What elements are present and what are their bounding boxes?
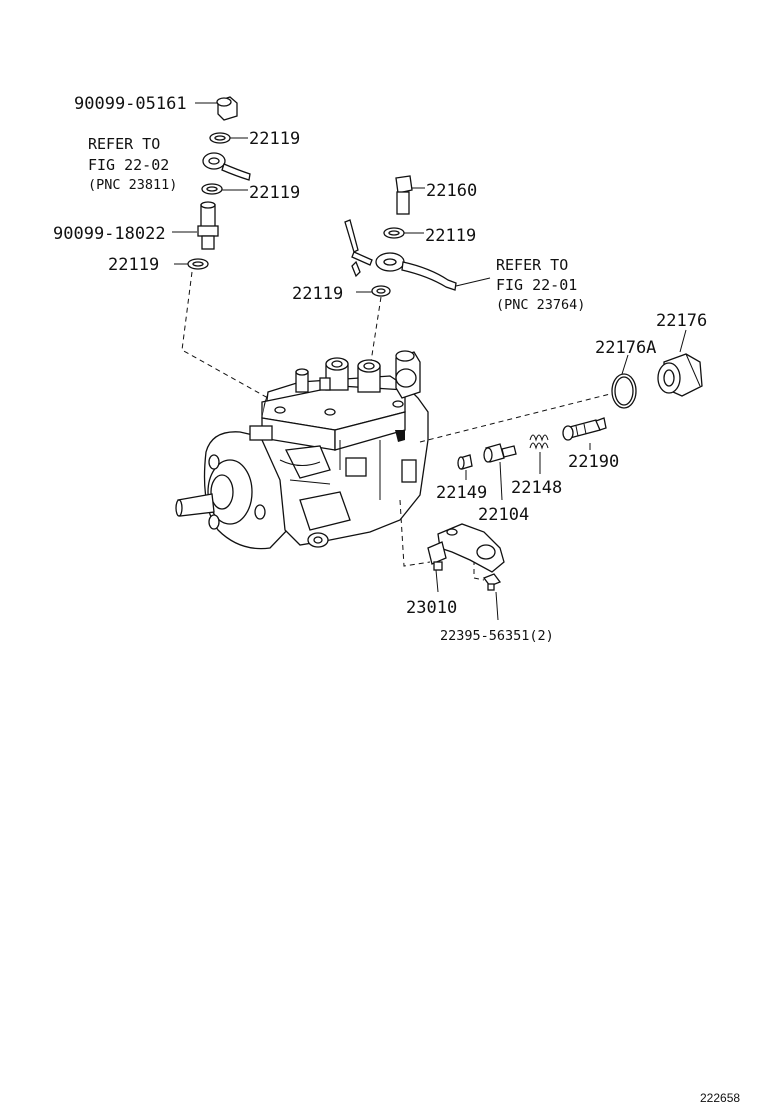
banjo-pipe-right — [344, 219, 491, 291]
figure-id: 222658 — [700, 1091, 740, 1105]
label-22119-b: 22119 — [249, 183, 300, 203]
part-22190-valve — [562, 417, 607, 450]
label-90099-05161: 90099-05161 — [74, 94, 187, 114]
leader-lower-bolt — [473, 560, 485, 581]
part-90099-05161-cap — [195, 96, 238, 121]
label-22119-e: 22119 — [292, 284, 343, 304]
part-22148-spring — [529, 434, 549, 474]
ref-left-line3: (PNC 23811) — [88, 177, 177, 193]
part-22149-washer — [457, 454, 473, 480]
label-23010: 23010 — [406, 598, 457, 618]
label-22176: 22176 — [656, 311, 707, 331]
part-23010-control-valve — [427, 523, 505, 593]
part-22119-washer-a — [209, 132, 248, 144]
leader-right-valve — [419, 393, 611, 443]
label-22119-d: 22119 — [425, 226, 476, 246]
ref-left-line1: REFER TO — [88, 135, 160, 153]
label-22149: 22149 — [436, 483, 487, 503]
part-22119-washer-c — [174, 258, 209, 270]
label-22160: 22160 — [426, 181, 477, 201]
label-22190: 22190 — [568, 452, 619, 472]
part-22119-washer-e — [356, 285, 391, 297]
part-22119-washer-d — [383, 227, 424, 239]
part-22176-plug-nut — [657, 329, 703, 397]
leader-left — [181, 271, 269, 399]
ref-right-line3: (PNC 23764) — [496, 297, 585, 313]
label-22148: 22148 — [511, 478, 562, 498]
part-22119-washer-b — [201, 183, 248, 195]
part-22395-56351-bolt — [482, 573, 502, 621]
banjo-fitting-left — [202, 152, 251, 181]
ref-right-line1: REFER TO — [496, 256, 568, 274]
label-22119-a: 22119 — [249, 129, 300, 149]
part-22160-bolt — [395, 175, 425, 215]
leader-lower — [399, 499, 431, 567]
ref-right-line2: FIG 22-01 — [496, 276, 577, 294]
part-22176A-o-ring — [611, 354, 637, 409]
leader-center — [369, 296, 382, 369]
injection-pump-body — [175, 350, 429, 550]
part-22104-piston — [483, 443, 517, 501]
ref-left-line2: FIG 22-02 — [88, 156, 169, 174]
label-22395-56351: 22395-56351(2) — [440, 628, 554, 644]
label-22176A: 22176A — [595, 338, 656, 358]
label-90099-18022: 90099-18022 — [53, 224, 166, 244]
part-90099-18022-bolt — [172, 201, 219, 250]
label-22119-c: 22119 — [108, 255, 159, 275]
label-22104: 22104 — [478, 505, 529, 525]
